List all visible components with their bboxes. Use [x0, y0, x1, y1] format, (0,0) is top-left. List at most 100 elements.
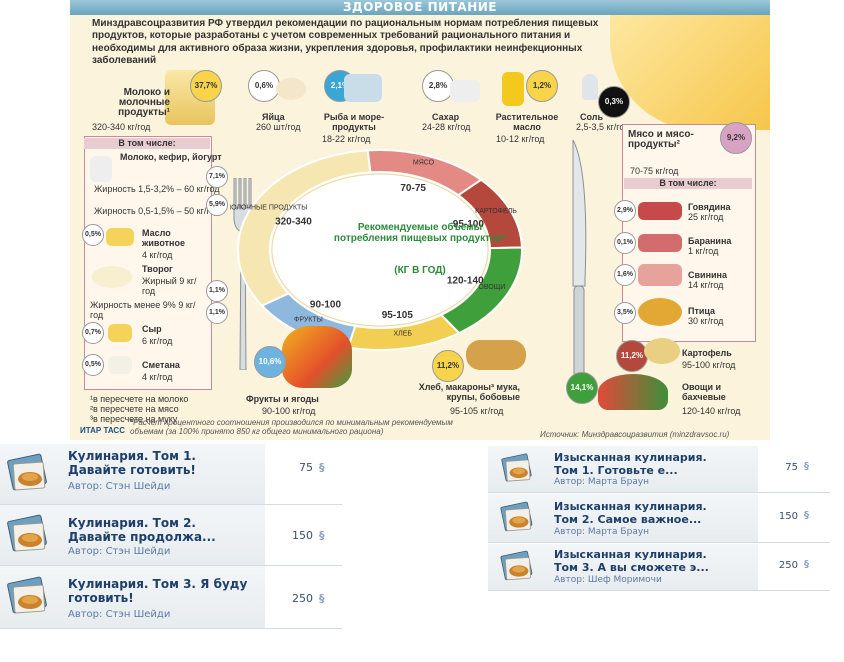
sugar-image	[450, 80, 480, 102]
dairy-pct-badge: 37,7%	[190, 70, 222, 102]
cookbook-icon	[498, 498, 538, 538]
plate-segment-label: МЯСО	[413, 159, 435, 166]
oil-pct-badge: 1,2%	[526, 70, 558, 102]
fish-label: Рыба и море-продукты	[323, 112, 385, 132]
cottage-cheese-label: Творог	[142, 264, 173, 274]
eggs-amount: 260 шт/год	[256, 122, 301, 132]
beef-label: Говядина	[688, 202, 731, 212]
list-item[interactable]: Кулинария. Том 2. Давайте продолжа... Ав…	[0, 505, 342, 566]
vegetables-pct-badge: 14,1%	[566, 372, 598, 404]
list-item[interactable]: Изысканная кулинария. Том 1. Готовьте е.…	[488, 446, 830, 493]
infographic-intro: Минздравсоцразвития РФ утвердил рекоменд…	[92, 18, 599, 66]
sugar-amount: 24-28 кг/год	[422, 122, 471, 132]
list-item[interactable]: Кулинария. Том 3. Я буду готовить! Автор…	[0, 566, 342, 629]
vegetables-image	[598, 374, 668, 410]
dairy-label: Молоко и молочные продукты¹	[118, 87, 170, 118]
potato-image	[644, 338, 680, 364]
plate-segment-value: 120-140	[447, 275, 484, 286]
plate-segment-value: 95-100	[453, 219, 485, 230]
cheese-image	[108, 324, 132, 342]
list-item[interactable]: Изысканная кулинария. Том 2. Самое важно…	[488, 494, 830, 543]
infographic-banner: ЗДОРОВОЕ ПИТАНИЕ	[70, 0, 770, 15]
fruit-pct-badge: 10,6%	[254, 346, 286, 378]
potato-amount: 95-100 кг/год	[682, 360, 736, 370]
plate-segment-label: КАРТОФЕЛЬ	[475, 208, 517, 215]
cheese-amount: 6 кг/год	[142, 336, 173, 346]
book-author: Автор: Шеф Моримочи	[554, 575, 662, 585]
oil-amount: 10-12 кг/год	[496, 134, 545, 144]
cookbook-icon	[498, 450, 538, 488]
plate-segment-value: 95-105	[382, 310, 414, 321]
price-cell	[758, 494, 830, 542]
book-title: Кулинария. Том 2. Давайте продолжа...	[68, 516, 216, 544]
pork-pct: 1,6%	[614, 264, 636, 286]
milk-fat-low-pct: 5,9%	[206, 194, 228, 216]
cottage-fat-label: Жирный 9 кг/год	[142, 276, 197, 296]
price-cell	[265, 444, 342, 504]
plate-segment-value: 70-75	[400, 183, 426, 194]
plate-center-unit: (КГ В ГОД)	[394, 265, 446, 276]
fish-image	[344, 74, 382, 102]
infographic-title: ЗДОРОВОЕ ПИТАНИЕ	[343, 0, 497, 14]
cheese-pct: 0,7%	[82, 322, 104, 344]
potato-label: Картофель	[682, 348, 732, 358]
oil-bottle-image	[502, 72, 524, 106]
eggs-pct-badge: 0,6%	[248, 70, 280, 102]
vegetables-amount: 120-140 кг/год	[682, 406, 741, 416]
dairy-amount: 320-340 кг/год	[92, 122, 151, 132]
cottage-lowfat-label: Жирность менее 9% 9 кг/год	[90, 300, 196, 320]
cheese-milk-image	[610, 15, 770, 130]
poultry-amount: 30 кг/год	[688, 316, 724, 326]
healthy-eating-infographic: ЗДОРОВОЕ ПИТАНИЕ Минздравсоцразвития РФ …	[70, 0, 770, 440]
sour-cream-label: Сметана	[142, 360, 180, 370]
meat-breakdown-heading: В том числе:	[624, 178, 752, 189]
beef-pct: 2,9%	[614, 200, 636, 222]
cookbook-icon	[4, 572, 54, 622]
price-cell	[265, 505, 342, 565]
book-price: 250	[292, 592, 313, 605]
plate-segment-label: ОВОЩИ	[478, 284, 505, 291]
lamb-amount: 1 кг/год	[688, 246, 719, 256]
asterisk-note: *Расчет процентного соотношения производ…	[130, 418, 453, 436]
butter-pct: 0,5%	[82, 224, 104, 246]
fruit-image	[282, 326, 352, 388]
book-author: Автор: Стэн Шейди	[68, 546, 171, 557]
footnote-3: ³в пересчете на муку	[90, 414, 178, 424]
book-author: Автор: Стэн Шейди	[68, 609, 171, 620]
fish-amount: 18-22 кг/год	[322, 134, 371, 144]
simoleon-icon: §	[319, 461, 325, 474]
simoleon-icon: §	[319, 529, 325, 542]
eggs-label: Яйца	[262, 112, 285, 122]
list-item[interactable]: Кулинария. Том 1. Давайте готовить! Авто…	[0, 444, 342, 505]
lamb-pct: 0,1%	[614, 232, 636, 254]
list-item[interactable]: Изысканная кулинария. Том 3. А вы сможет…	[488, 544, 830, 591]
fruit-label: Фрукты и ягоды	[246, 394, 319, 404]
poultry-pct: 3,5%	[614, 302, 636, 324]
cottage-fat-pct: 1,1%	[206, 280, 228, 302]
pork-image	[638, 264, 682, 286]
beef-image	[638, 202, 682, 220]
vegetables-label: Овощи и бахчевые	[682, 382, 726, 402]
potato-pct-badge: 11,2%	[616, 340, 648, 372]
butter-amount: 4 кг/год	[142, 250, 173, 260]
oil-label: Растительное масло	[495, 112, 559, 132]
knife-image	[572, 140, 587, 397]
book-price: 250	[778, 560, 798, 571]
beef-amount: 25 кг/год	[688, 212, 724, 222]
plate-segment-label: ХЛЕБ	[393, 331, 412, 338]
eggs-image	[276, 78, 306, 100]
price-cell	[265, 566, 342, 628]
book-list-cooking: Кулинария. Том 1. Давайте готовить! Авто…	[0, 444, 342, 629]
book-price: 75	[299, 461, 313, 474]
milk-kefir-label: Молоко, кефир, йогурт	[120, 152, 222, 162]
pork-label: Свинина	[688, 270, 727, 280]
sugar-label: Сахар	[432, 112, 460, 122]
meat-label: Мясо и мясо-продукты²	[628, 129, 694, 150]
footnote-2: ²в пересчете на мясо	[90, 404, 179, 414]
book-price: 75	[785, 462, 798, 473]
bread-image	[466, 340, 526, 370]
book-title: Кулинария. Том 1. Давайте готовить!	[68, 449, 196, 477]
sour-cream-amount: 4 кг/год	[142, 372, 173, 382]
pork-amount: 14 кг/год	[688, 280, 724, 290]
